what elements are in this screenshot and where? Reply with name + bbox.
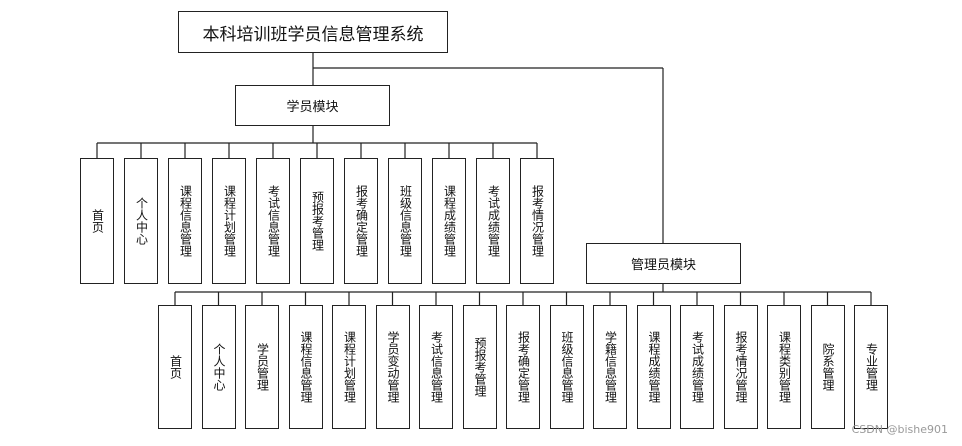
admin-item-9: 报考确定管理 <box>506 305 540 429</box>
root-node-title: 本科培训班学员信息管理系统 <box>178 11 448 53</box>
admin-item-5: 课程计划管理 <box>332 305 366 429</box>
watermark-text: CSDN @bishe901 <box>851 423 948 436</box>
student-item-11: 报考情况管理 <box>520 158 554 284</box>
admin-item-12: 课程成绩管理 <box>636 305 671 429</box>
student-item-2: 个人中心 <box>124 158 158 284</box>
admin-item-13: 考试成绩管理 <box>680 305 714 429</box>
admin-item-2: 个人中心 <box>201 305 236 429</box>
admin-item-16: 院系管理 <box>810 305 845 429</box>
student-item-7: 报考确定管理 <box>344 158 378 284</box>
admin-item-17: 专业管理 <box>854 305 888 429</box>
admin-item-10: 班级信息管理 <box>549 305 584 429</box>
admin-item-8: 预报考管理 <box>462 305 497 429</box>
student-item-3: 课程信息管理 <box>168 158 202 284</box>
student-item-8: 班级信息管理 <box>388 158 422 284</box>
admin-item-14: 报考情况管理 <box>723 305 758 429</box>
admin-item-3: 学员管理 <box>245 305 279 429</box>
student-item-6: 预报考管理 <box>300 158 334 284</box>
admin-item-4: 课程信息管理 <box>288 305 323 429</box>
admin-module-node: 管理员模块 <box>586 243 741 284</box>
admin-item-11: 学籍信息管理 <box>593 305 627 429</box>
admin-item-6: 学员变动管理 <box>375 305 410 429</box>
admin-item-1: 首页 <box>158 305 192 429</box>
student-item-1: 首页 <box>80 158 114 284</box>
student-item-4: 课程计划管理 <box>212 158 246 284</box>
student-module-node: 学员模块 <box>235 85 390 126</box>
student-item-9: 课程成绩管理 <box>432 158 466 284</box>
student-item-5: 考试信息管理 <box>256 158 290 284</box>
admin-item-7: 考试信息管理 <box>419 305 453 429</box>
student-item-10: 考试成绩管理 <box>476 158 510 284</box>
admin-item-15: 课程类别管理 <box>767 305 801 429</box>
